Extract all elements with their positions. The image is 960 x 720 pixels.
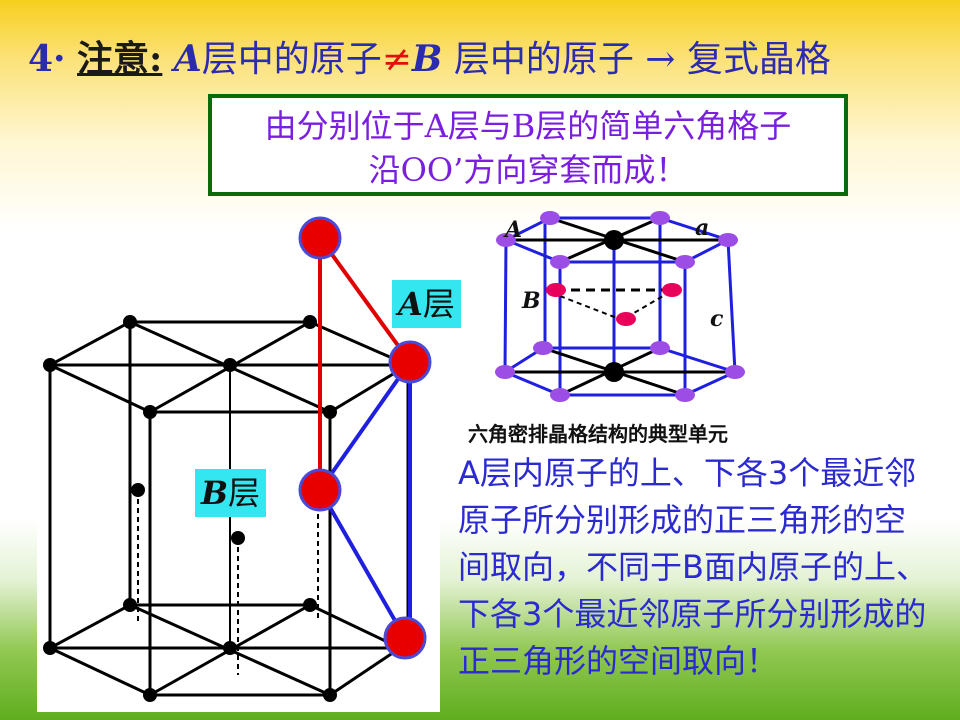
label-small-a: a bbox=[695, 215, 709, 241]
title-part1: 层中的原子 bbox=[201, 39, 382, 80]
b-layer-letter: B bbox=[201, 474, 229, 512]
label-small-A: A bbox=[503, 217, 522, 243]
figure-caption: 六角密排晶格结构的典型单元 bbox=[468, 422, 728, 446]
title-number: 4· bbox=[28, 38, 66, 80]
description-text: A层内原子的上、下各3个最近邻原子所分别形成的正三角形的空间取向，不同于B面内原… bbox=[458, 454, 928, 680]
title-part2: 层中的原子 → 复式晶格 bbox=[453, 39, 831, 80]
label-small-B: B bbox=[521, 288, 541, 314]
red-atoms bbox=[298, 216, 432, 660]
bond-lines bbox=[318, 236, 412, 639]
box-line-1: 由分别位于A层与B层的简单六角格子 bbox=[264, 107, 792, 145]
title-a: A bbox=[173, 38, 202, 80]
slide-title: 4· 注意: A层中的原子≠B 层中的原子 → 复式晶格 bbox=[28, 30, 831, 82]
b-layer-label: B层 bbox=[195, 469, 267, 517]
a-layer-letter: A bbox=[398, 285, 423, 323]
black-atoms bbox=[43, 315, 337, 702]
b-layer-suffix: 层 bbox=[228, 474, 261, 512]
not-equal-sign: ≠ bbox=[381, 39, 412, 80]
a-layer-suffix: 层 bbox=[422, 285, 455, 323]
title-note: 注意: bbox=[77, 38, 163, 80]
box-line-2: 沿OO’方向穿套而成！ bbox=[368, 151, 688, 189]
small-unit-cell: A a B c bbox=[495, 211, 745, 402]
explanation-box: 由分别位于A层与B层的简单六角格子 沿OO’方向穿套而成！ bbox=[208, 94, 848, 196]
title-b: B bbox=[411, 38, 443, 80]
a-layer-label: A层 bbox=[392, 280, 461, 328]
label-small-c: c bbox=[710, 306, 724, 332]
